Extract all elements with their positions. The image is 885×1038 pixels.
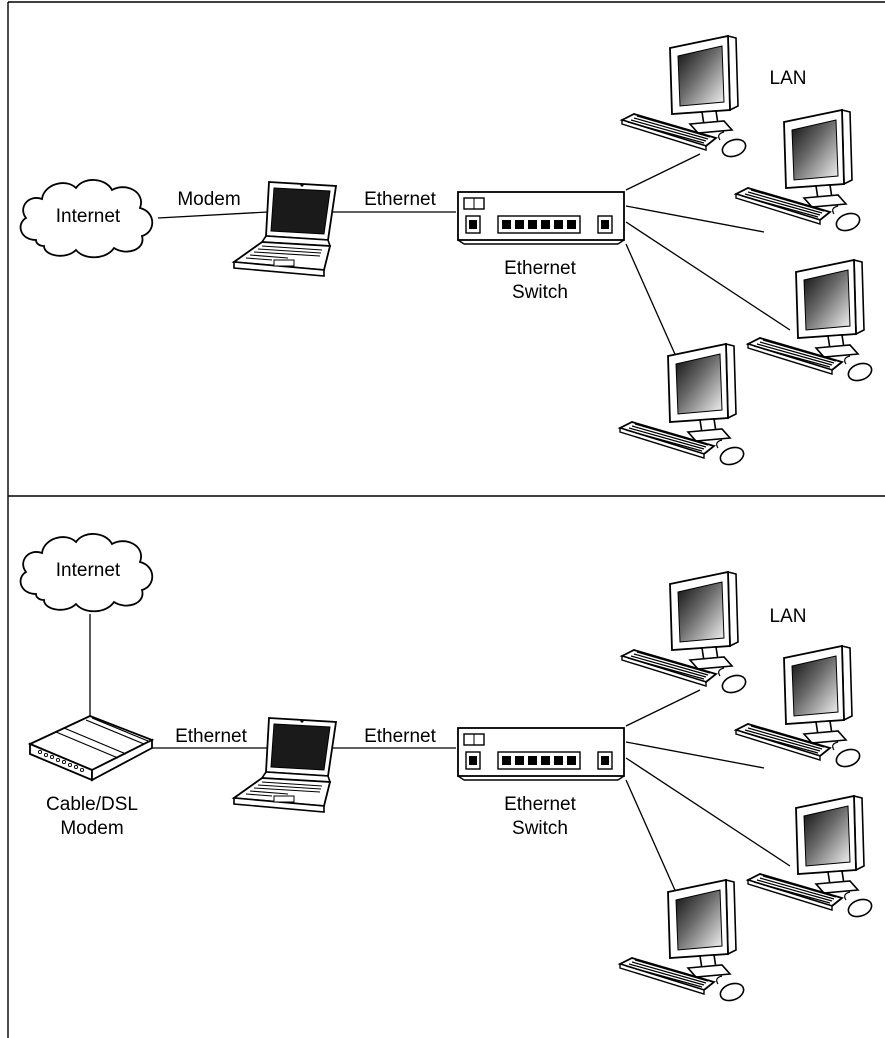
desktop-computer-icon [747, 259, 875, 385]
desktop-computer-icon [735, 645, 863, 771]
ethernet-link-label: Ethernet [175, 726, 248, 747]
panel-frames [7, 1, 885, 1038]
switch-label-line2: Switch [512, 282, 568, 303]
internet-label: Internet [56, 206, 121, 227]
lan-label: LAN [770, 68, 807, 89]
modem-label-line1: Cable/DSL [46, 794, 138, 815]
link-switch-pc4 [625, 243, 683, 371]
link-switch-pc4 [625, 779, 683, 907]
ethernet-link-label: Ethernet [364, 189, 437, 210]
link-switch-pc3 [625, 221, 791, 331]
panel-dialup: Internet Modem Ethernet Ethernet Switch … [19, 35, 875, 469]
switch-label-line1: Ethernet [504, 258, 577, 279]
desktop-computer-icon [621, 571, 749, 697]
link-switch-pc2 [625, 741, 765, 769]
link-switch-pc1 [625, 689, 701, 727]
link-switch-pc2 [625, 205, 765, 233]
internet-label: Internet [56, 560, 121, 581]
panel-broadband: Internet Cable/DSL Modem Ethernet Ethern… [19, 533, 875, 1005]
modem-label-line2: Modem [60, 818, 123, 839]
switch-label-line2: Switch [512, 818, 568, 839]
ethernet-switch-icon [457, 727, 625, 781]
link-switch-pc1 [625, 153, 701, 191]
desktop-computer-icon [619, 343, 747, 469]
connection-lines [157, 153, 791, 371]
desktop-computer-icon [747, 795, 875, 921]
connection-lines [89, 614, 791, 907]
ethernet-switch-icon [457, 191, 625, 245]
desktop-computer-icon [621, 35, 749, 161]
desktop-computer-icon [735, 109, 863, 235]
link-internet-laptop [157, 211, 269, 219]
laptop-icon [233, 181, 337, 277]
desktop-computer-icon [619, 879, 747, 1005]
switch-label-line1: Ethernet [504, 794, 577, 815]
lan-label: LAN [770, 606, 807, 627]
modem-link-label: Modem [177, 189, 240, 210]
cable-dsl-modem-icon [29, 715, 153, 781]
laptop-icon [233, 717, 337, 813]
link-switch-pc3 [625, 757, 791, 867]
ethernet-link-label: Ethernet [364, 726, 437, 747]
